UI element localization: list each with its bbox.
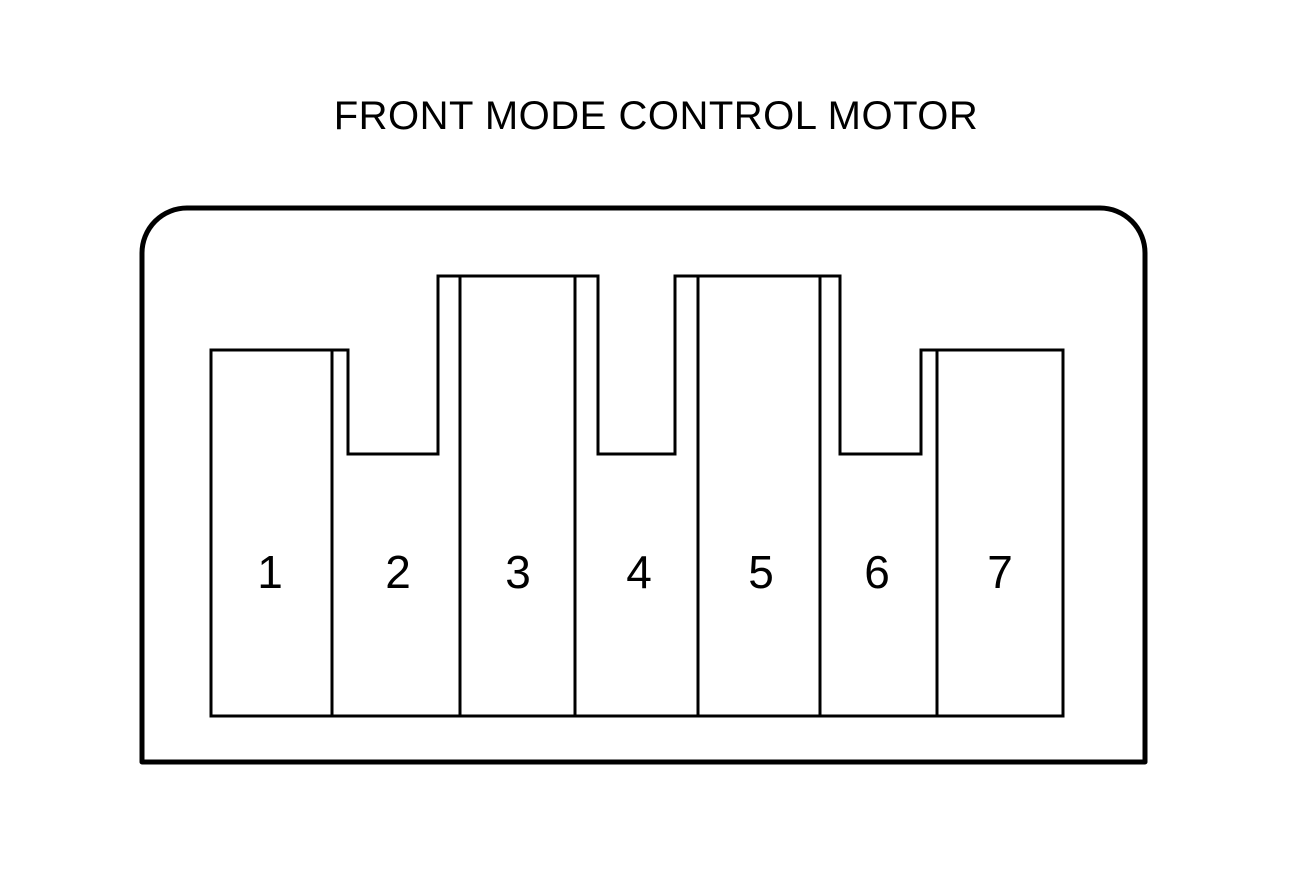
terminal-block-profile: [209, 274, 1065, 718]
pin-label-6: 6: [864, 546, 890, 598]
pin-label-2: 2: [385, 546, 411, 598]
pin-label-7: 7: [987, 546, 1013, 598]
pin-label-1: 1: [257, 546, 283, 598]
pin-label-4: 4: [626, 546, 652, 598]
pin-label-3: 3: [505, 546, 531, 598]
pin-label-5: 5: [748, 546, 774, 598]
connector-shell-outline: [139, 205, 1148, 765]
page-title: FRONT MODE CONTROL MOTOR: [333, 94, 979, 138]
